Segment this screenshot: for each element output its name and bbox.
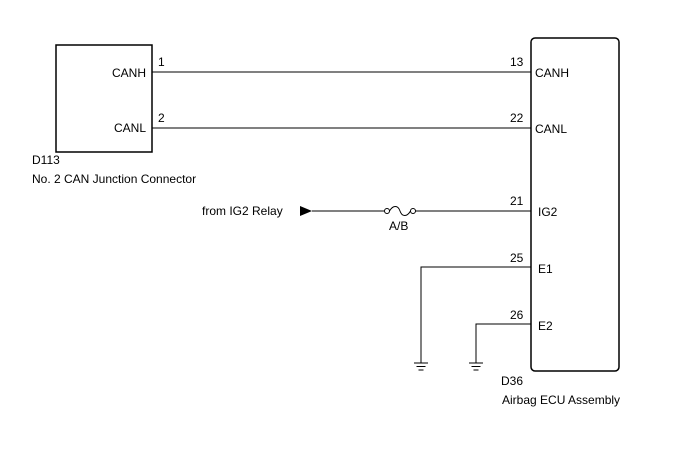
right-pin-25-number: 25: [510, 251, 524, 265]
left-pin-2-number: 2: [158, 111, 165, 125]
right-pin-22-label: CANL: [535, 122, 567, 136]
left-component-name: No. 2 CAN Junction Connector: [32, 172, 196, 186]
fuse-label: A/B: [389, 219, 408, 233]
fuse-icon: [389, 206, 411, 216]
left-pin-1-label: CANH: [112, 66, 146, 80]
right-pin-13-number: 13: [510, 55, 524, 69]
left-component-code: D113: [32, 153, 60, 167]
right-pin-25-label: E1: [538, 262, 553, 276]
arrow-icon: [300, 206, 312, 216]
right-component-code: D36: [501, 374, 523, 388]
right-pin-13-label: CANH: [535, 66, 569, 80]
left-pin-1-number: 1: [158, 55, 165, 69]
right-pin-21-number: 21: [510, 194, 524, 208]
power-source-label: from IG2 Relay: [202, 204, 283, 218]
right-pin-26-number: 26: [510, 308, 524, 322]
junction-connector-box: [55, 44, 153, 153]
right-pin-26-label: E2: [538, 319, 553, 333]
fuse-terminal-right: [410, 208, 416, 214]
right-pin-21-label: IG2: [538, 205, 558, 219]
airbag-ecu-box: [530, 37, 620, 372]
fuse-terminal-left: [384, 208, 390, 214]
e1-ground-wire: [420, 266, 531, 363]
right-component-name: Airbag ECU Assembly: [502, 393, 620, 407]
right-pin-22-number: 22: [510, 111, 524, 125]
e2-ground-wire: [475, 323, 531, 363]
ground-icon: [469, 362, 483, 371]
left-pin-2-label: CANL: [114, 121, 146, 135]
ground-icon: [414, 362, 428, 371]
